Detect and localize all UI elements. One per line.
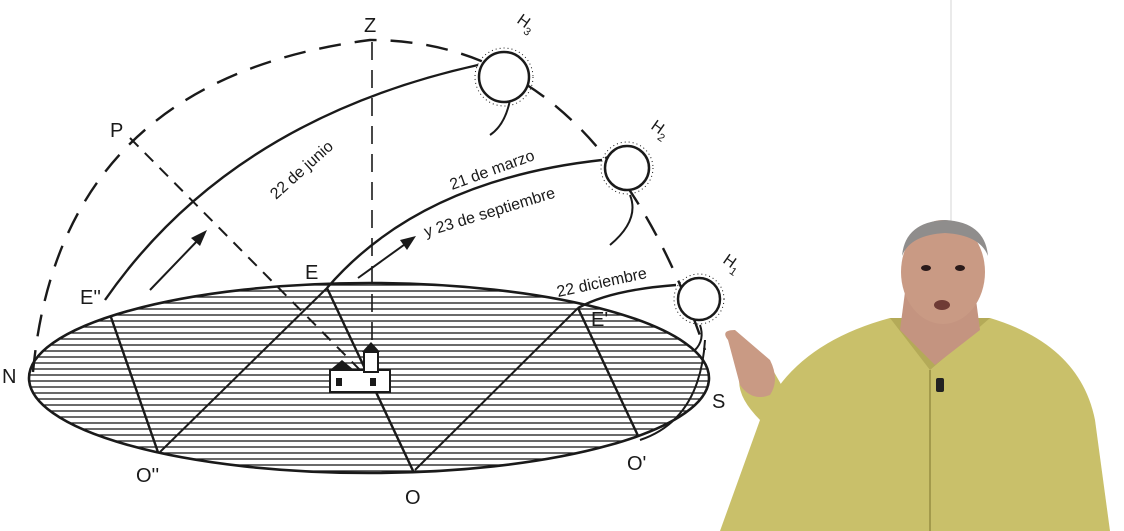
label-h1: H1 — [717, 251, 744, 278]
label-east-winter: E' — [591, 309, 608, 331]
label-pole: P — [110, 120, 123, 142]
village-icon — [329, 342, 391, 393]
direction-arrow — [149, 230, 207, 291]
label-west-equinox: O — [405, 487, 421, 509]
label-east-summer: E'' — [80, 287, 101, 309]
path-equinox-return — [609, 194, 634, 246]
svg-text:H3: H3 — [511, 11, 538, 38]
label-23-septiembre: y 23 de septiembre — [422, 185, 557, 241]
path-junio-return — [489, 99, 511, 136]
meridian-arc — [31, 38, 707, 373]
label-north: N — [2, 366, 16, 388]
sun-h3-icon — [474, 47, 534, 107]
svg-text:H2: H2 — [645, 117, 672, 144]
label-west-summer: O'' — [136, 465, 159, 487]
direction-arrow — [357, 236, 416, 279]
pole-axis — [129, 137, 363, 373]
sun-h2-icon — [600, 141, 654, 195]
path-diciembre-return — [694, 324, 703, 351]
label-21-marzo: 21 de marzo — [448, 147, 537, 193]
label-west-winter: O' — [627, 453, 646, 475]
path-west-arc — [639, 339, 706, 441]
label-zenith: Z — [364, 15, 376, 37]
path-22-diciembre — [577, 283, 677, 310]
svg-text:H1: H1 — [717, 251, 744, 278]
path-equinox — [326, 158, 603, 289]
label-h2: H2 — [645, 117, 672, 144]
sun-h1-icon — [673, 273, 725, 325]
label-22-junio: 22 de junio — [267, 138, 337, 203]
label-h3: H3 — [511, 11, 538, 38]
label-south: S — [712, 391, 725, 413]
presenter-image — [720, 220, 1110, 531]
label-22-diciembre: 22 diciembre — [555, 265, 648, 301]
path-22-junio — [104, 63, 479, 301]
label-east-equinox: E — [305, 262, 318, 284]
